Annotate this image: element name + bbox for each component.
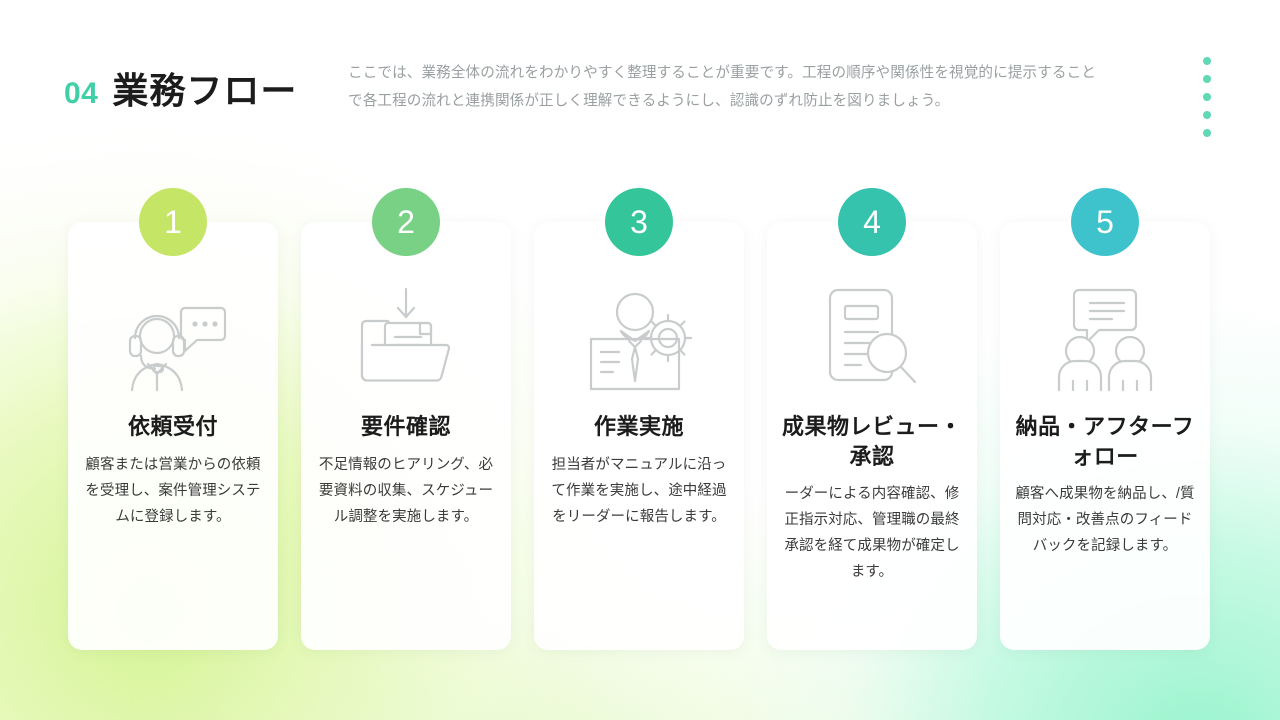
people-speech-bubble-followup-icon [1053, 280, 1157, 398]
step-number-label: 3 [630, 204, 648, 240]
step-title: 要件確認 [360, 414, 451, 439]
step-number-label: 2 [397, 204, 415, 240]
step-number-badge: 3 [605, 188, 673, 256]
decor-dot-icon [1203, 111, 1211, 119]
step-description: 担当者がマニュアルに沿って作業を実施し、途中経過をリーダーに報告します。 [551, 456, 727, 525]
step-title: 依頼受付 [127, 414, 218, 439]
slide-header: 04 業務フロー ここでは、業務全体の流れをわかりやすく整理することが重要です。… [0, 0, 1280, 160]
decor-dot-icon [1203, 57, 1211, 65]
step-description: 顧客または営業からの依頼を受理し、案件管理システムに登録します。 [85, 456, 261, 525]
worker-gear-task-icon [583, 280, 695, 398]
section-title: 業務フロー [112, 70, 298, 111]
step-description: 顧客へ成果物を納品し、/質問対応・改善点のフィードバックを記録します。 [1015, 486, 1195, 555]
step-number-badge: 4 [838, 188, 906, 256]
workflow-step[interactable]: 1 依頼受付 [68, 188, 278, 650]
step-card[interactable]: 作業実施 担当者がマニュアルに沿って作業を実施し、途中経過をリーダーに報告します… [534, 222, 744, 650]
headset-support-agent-icon [119, 280, 227, 398]
workflow-step-list: 1 依頼受付 [68, 188, 1210, 650]
decor-dot-icon [1203, 75, 1211, 83]
decorative-dot-column [1203, 57, 1211, 137]
step-number-badge: 2 [372, 188, 440, 256]
step-number-badge: 1 [139, 188, 207, 256]
section-description: ここでは、業務全体の流れをわかりやすく整理することが重要です。工程の順序や関係性… [348, 65, 1096, 109]
step-number-label: 1 [164, 204, 182, 240]
step-number-label: 5 [1096, 204, 1114, 240]
decor-dot-icon [1203, 93, 1211, 101]
step-title: 成果物レビュー・承認 [781, 414, 962, 469]
decor-dot-icon [1203, 129, 1211, 137]
folder-document-intake-icon [354, 280, 458, 398]
step-number-badge: 5 [1071, 188, 1139, 256]
step-card[interactable]: 依頼受付 顧客または営業からの依頼を受理し、案件管理システムに登録します。 [68, 222, 278, 650]
step-description: 不足情報のヒアリング、必要資料の収集、スケジュール調整を実施します。 [318, 456, 494, 525]
step-number-label: 4 [863, 204, 881, 240]
step-title: 納品・アフターフォロー [1015, 414, 1195, 469]
document-magnifier-review-icon [822, 280, 922, 398]
page-title: 04 業務フロー [64, 62, 297, 114]
step-card[interactable]: 要件確認 不足情報のヒアリング、必要資料の収集、スケジュール調整を実施します。 [301, 222, 511, 650]
step-title: 作業実施 [593, 414, 684, 439]
workflow-step[interactable]: 2 要件確認 不足情報のヒアリング、必要資料の収集、スケジュール調整を実 [301, 188, 511, 650]
step-card[interactable]: 成果物レビュー・承認 ーダーによる内容確認、修正指示対応、管理職の最終承認を経て… [767, 222, 977, 650]
section-number: 04 [64, 77, 99, 110]
step-description: ーダーによる内容確認、修正指示対応、管理職の最終承認を経て成果物が確定します。 [784, 486, 960, 581]
step-card[interactable]: 納品・アフターフォロー 顧客へ成果物を納品し、/質問対応・改善点のフィードバック… [1000, 222, 1210, 650]
workflow-step[interactable]: 3 [534, 188, 744, 650]
workflow-step[interactable]: 4 成果物レビュー・承認 ーダーによる内容確認、修正指示対応、管理職の最終承認を… [767, 188, 977, 650]
workflow-step[interactable]: 5 納品・アフターフォロー [1000, 188, 1210, 650]
